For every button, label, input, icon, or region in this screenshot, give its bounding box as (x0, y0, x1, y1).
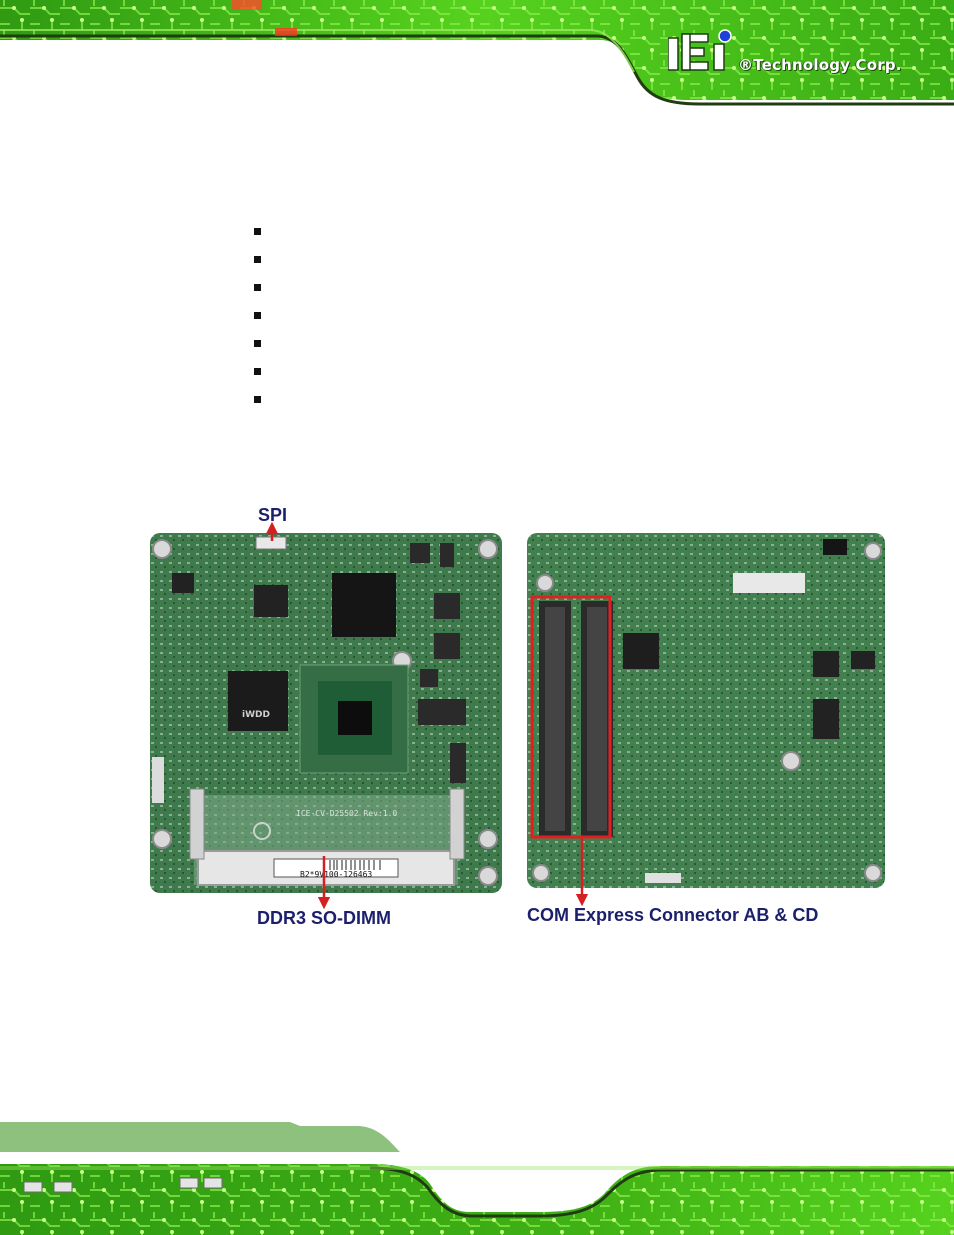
board-front-photo: ICE-CV-D25502 Rev:1.0 iWDD B2*9V100-1264… (150, 533, 502, 893)
bullet-marker (254, 368, 261, 375)
bullet-marker (254, 256, 261, 263)
bullet-marker (254, 312, 261, 319)
footer-banner (0, 1122, 954, 1235)
barcode-label-text: B2*9V100-126463 (300, 870, 372, 879)
bullet-marker (254, 228, 261, 235)
board-silkscreen-text: ICE-CV-D25502 Rev:1.0 (296, 809, 397, 818)
bullet-marker (254, 340, 261, 347)
bullet-marker (254, 396, 261, 403)
chip-label-text: iWDD (242, 710, 270, 720)
iei-logo-mark (668, 29, 732, 71)
bullet-marker (254, 284, 261, 291)
spi-callout-label: SPI (258, 505, 288, 525)
header-banner (0, 0, 954, 112)
ddr3-callout-label: DDR3 SO-DIMM (257, 908, 391, 928)
com-express-callout-label: COM Express Connector AB & CD (527, 905, 819, 925)
logo-tagline: ®Technology Corp. (738, 56, 902, 74)
company-logo: ®Technology Corp. (668, 26, 928, 86)
board-rear-photo (527, 533, 885, 888)
